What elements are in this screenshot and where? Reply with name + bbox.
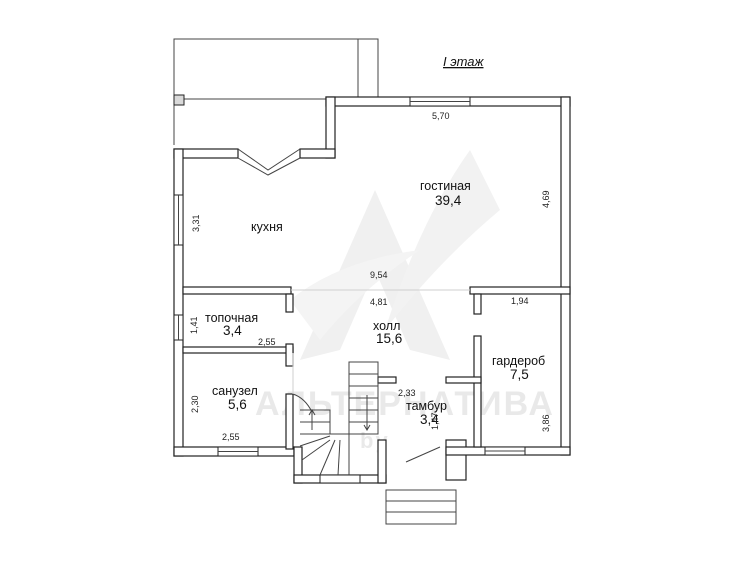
floor-title: I этаж: [443, 54, 485, 69]
watermark-text: АЛЬТЕРНАТИВА: [255, 385, 555, 423]
room-name-kitchen: кухня: [251, 220, 283, 234]
room-name-hall: холл: [373, 319, 400, 333]
dim-total-width: 9,54: [370, 270, 388, 280]
dim-bath-height: 2,30: [190, 395, 200, 413]
outer-walls: [173, 96, 571, 484]
dim-wardrobe-width: 1,94: [511, 296, 529, 306]
room-area-hall: 15,6: [376, 331, 402, 346]
room-name-vestibule: тамбур: [406, 399, 447, 413]
room-name-boiler: топочная: [205, 311, 258, 325]
watermark: АЛЬТЕРНАТИВА by: [255, 150, 555, 453]
room-area-bathroom: 5,6: [228, 397, 247, 412]
room-name-bathroom: санузел: [212, 384, 258, 398]
room-area-boiler: 3,4: [223, 323, 242, 338]
dim-top-width: 5,70: [432, 111, 450, 121]
stairs: [292, 353, 379, 476]
dim-wardrobe-height: 3,86: [541, 414, 551, 432]
room-area-living: 39,4: [435, 193, 462, 208]
terrace: [173, 38, 379, 145]
dim-hall-width: 4,81: [370, 297, 388, 307]
room-area-wardrobe: 7,5: [510, 367, 529, 382]
dim-kitchen-height: 3,31: [191, 214, 201, 232]
room-name-living: гостиная: [420, 179, 471, 193]
dim-vestibule-width: 2,33: [398, 388, 416, 398]
entrance-steps: [385, 489, 457, 525]
dim-living-height: 4,69: [541, 190, 551, 208]
room-area-vestibule: 3,4: [420, 412, 439, 427]
dim-boiler-height: 1,41: [189, 316, 199, 334]
dim-boiler-width: 2,55: [258, 337, 276, 347]
dim-vestibule-height: 1,47: [430, 412, 440, 430]
interior-walls: [182, 286, 571, 450]
dim-bath-width: 2,55: [222, 432, 240, 442]
room-name-wardrobe: гардероб: [492, 354, 545, 368]
